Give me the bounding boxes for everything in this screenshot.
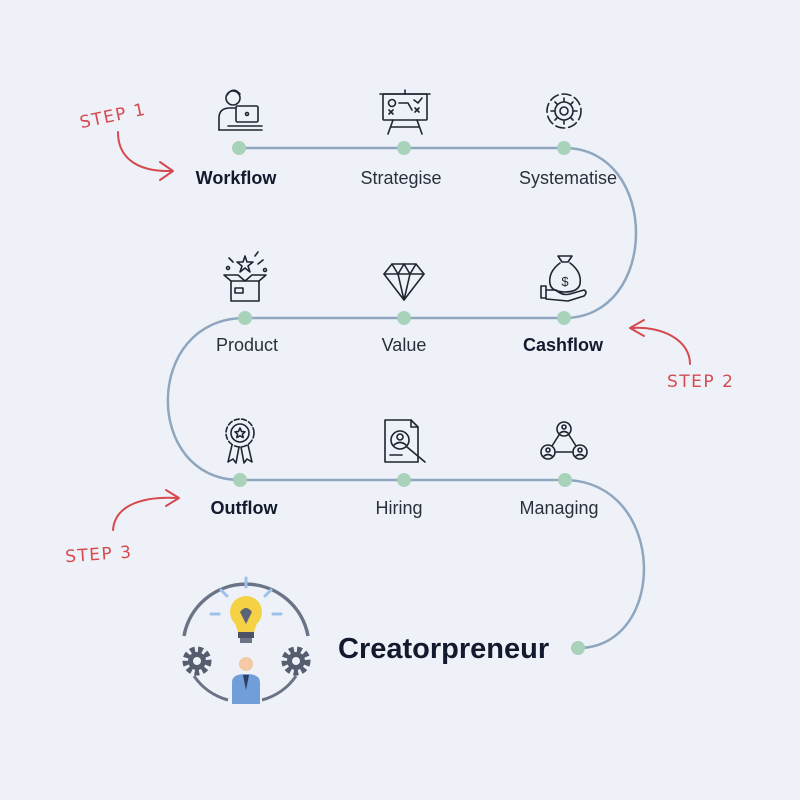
step-1-label: STEP 1 — [78, 100, 148, 134]
node-label-cashflow: Cashflow — [523, 335, 604, 355]
gear-left-icon — [182, 646, 212, 676]
node-dot-systematise — [557, 141, 571, 155]
team-network-icon — [540, 421, 588, 460]
open-box-icon — [223, 251, 268, 302]
node-label-hiring: Hiring — [375, 498, 422, 518]
path-curve-left — [166, 316, 246, 482]
step-3-label: STEP 3 — [65, 543, 134, 568]
node-labels: Workflow Strategise Systematise Product … — [196, 168, 617, 665]
step-3-arrow — [112, 496, 179, 531]
node-dot-managing — [558, 473, 572, 487]
process-path — [166, 146, 646, 650]
svg-text:$: $ — [561, 274, 569, 289]
lightbulb-icon — [230, 596, 262, 643]
gear-right-icon — [281, 646, 311, 676]
person-icon — [232, 657, 260, 704]
node-dot-strategise — [397, 141, 411, 155]
path-curve-right-1 — [563, 146, 638, 320]
creatorpreneur-illustration-icon — [182, 576, 311, 704]
node-dot-product — [238, 311, 252, 325]
person-laptop-icon — [218, 89, 263, 131]
node-label-strategise: Strategise — [360, 168, 441, 188]
diamond-icon — [383, 263, 425, 301]
node-dot-creatorpreneur — [571, 641, 585, 655]
step-1-arrow — [117, 131, 173, 173]
node-dot-cashflow — [557, 311, 571, 325]
node-label-systematise: Systematise — [519, 168, 617, 188]
cycle-gear-icon — [546, 93, 582, 129]
strategy-board-icon — [379, 89, 431, 135]
illustration-arc-bottom-left — [192, 675, 229, 702]
final-label-creatorpreneur: Creatorpreneur — [338, 633, 549, 665]
node-label-outflow: Outflow — [211, 498, 279, 518]
node-label-workflow: Workflow — [196, 168, 278, 188]
award-ribbon-icon — [225, 418, 255, 464]
step-1-arrowhead — [159, 161, 174, 181]
step-3-arrowhead — [165, 489, 180, 507]
node-dot-hiring — [397, 473, 411, 487]
money-bag-hand-icon: $ — [540, 255, 587, 302]
node-dot-workflow — [232, 141, 246, 155]
resume-search-icon — [384, 419, 426, 463]
step-2-label: STEP 2 — [667, 372, 734, 392]
node-label-product: Product — [216, 335, 278, 355]
node-dots — [232, 141, 585, 655]
node-dot-value — [397, 311, 411, 325]
illustration-arc-bottom-right — [261, 675, 298, 702]
step-2-arrowhead — [629, 319, 645, 337]
light-rays — [209, 576, 283, 616]
node-dot-outflow — [233, 473, 247, 487]
node-label-value: Value — [382, 335, 427, 355]
node-label-managing: Managing — [519, 498, 598, 518]
step-arrows — [112, 131, 691, 531]
path-curve-right-2 — [564, 478, 646, 650]
step-2-arrow — [631, 326, 691, 365]
